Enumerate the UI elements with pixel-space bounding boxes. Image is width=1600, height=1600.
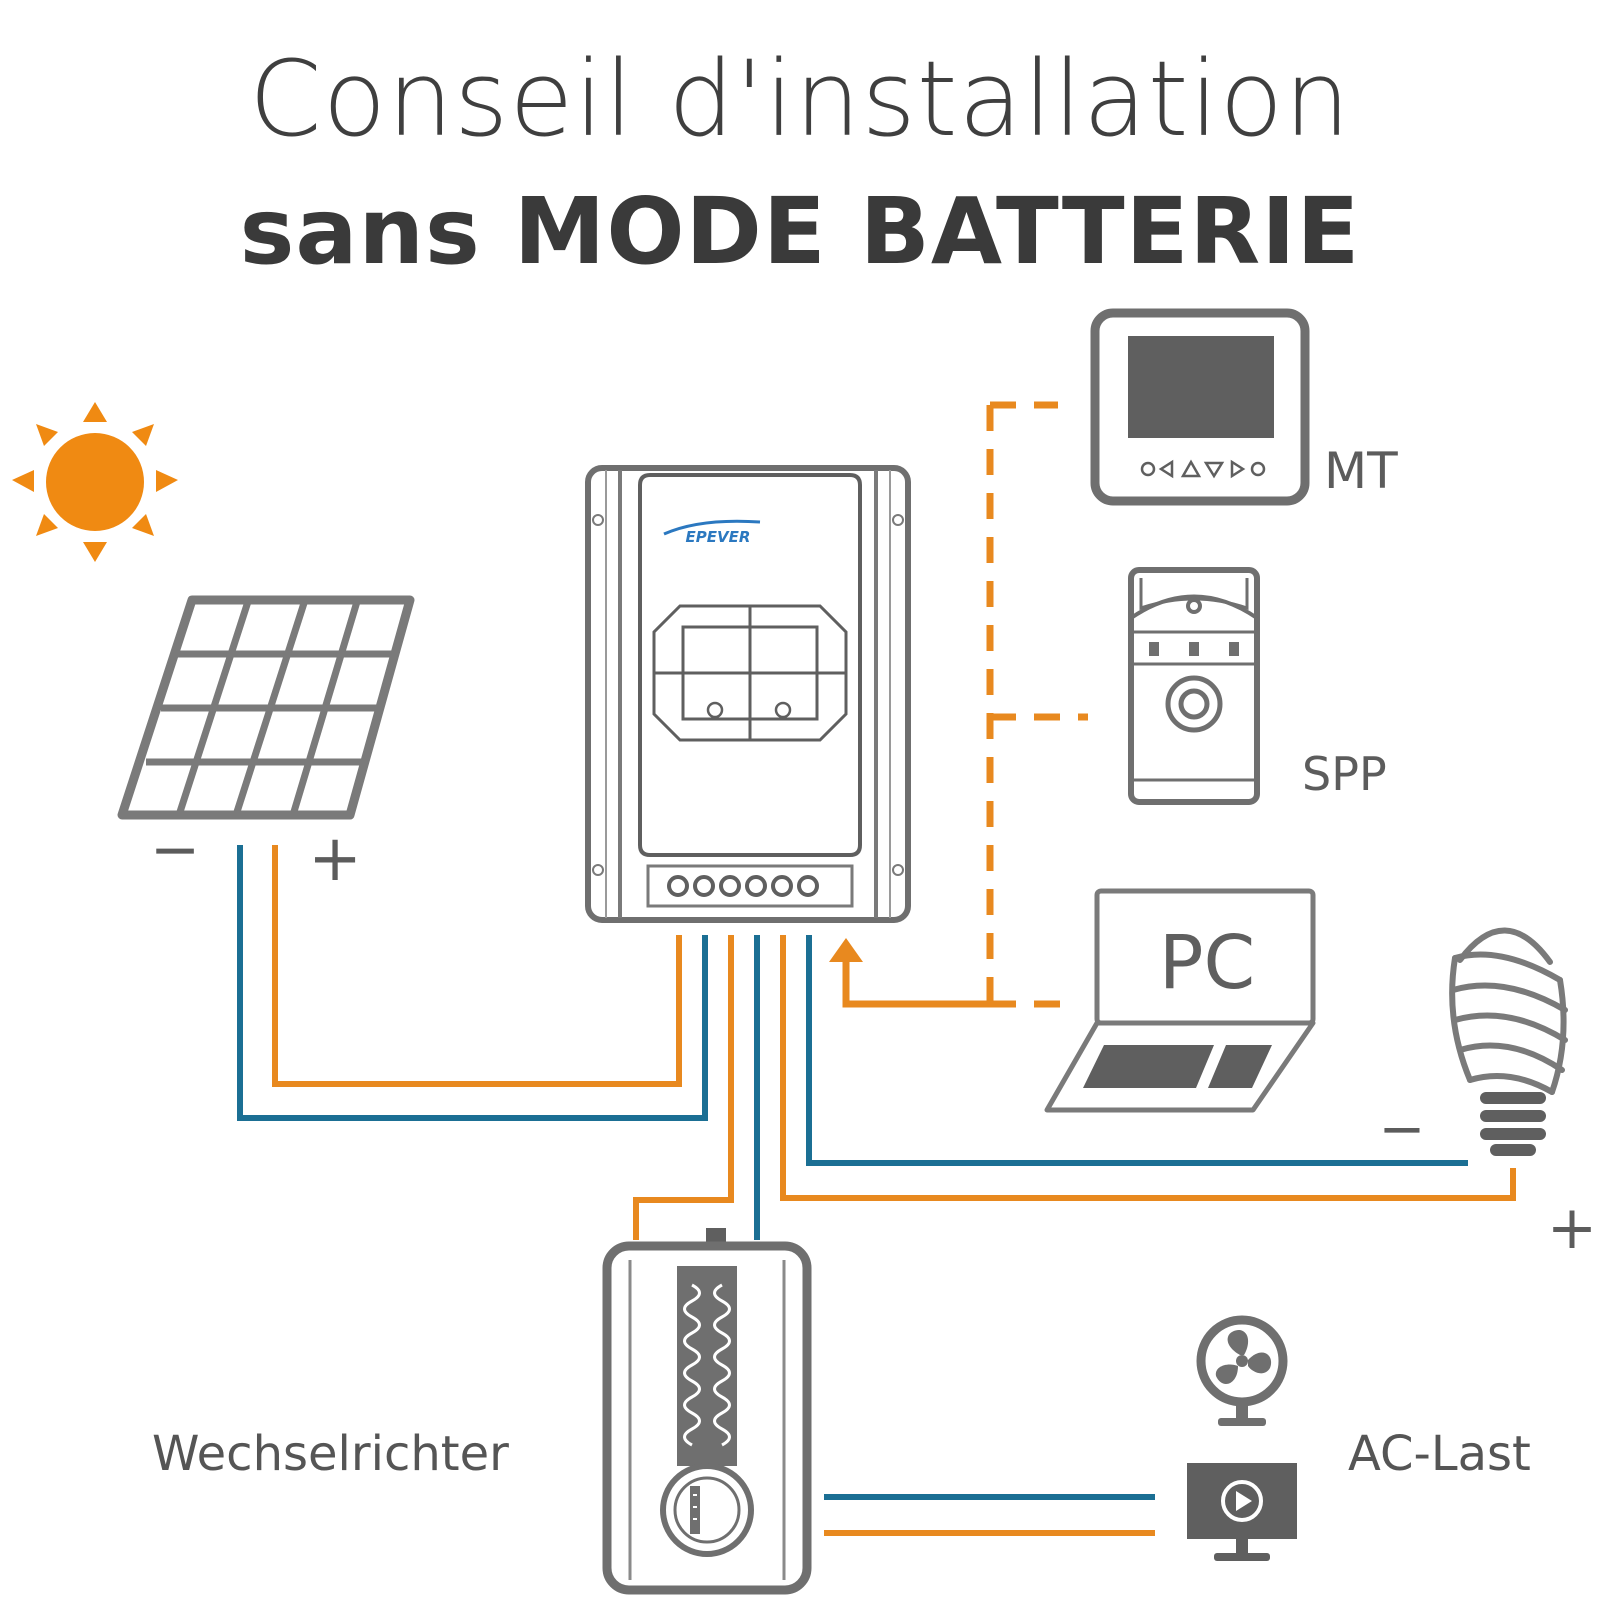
panel-negative-wire <box>237 845 708 1121</box>
lamp-minus-label: − <box>1379 1097 1426 1162</box>
comm-arrow-icon <box>829 938 863 962</box>
mt-label: MT <box>1324 442 1398 500</box>
mt-meter-icon <box>1090 308 1310 506</box>
load-negative-wire <box>806 935 1468 1166</box>
laptop-icon <box>1044 888 1316 1113</box>
sun-icon <box>12 402 178 562</box>
panel-positive-wire <box>272 845 682 1087</box>
pc-label: PC <box>1159 920 1255 1006</box>
controller-icon: EPEVER <box>585 465 911 923</box>
panel-plus-label: + <box>308 822 362 896</box>
inverter-wires <box>633 935 760 1240</box>
title-line-2: sans MODE BATTERIE <box>239 178 1361 285</box>
title-line-1: Conseil d'installation <box>248 38 1351 160</box>
bulb-base <box>1480 1092 1546 1156</box>
ac-wires <box>824 1494 1155 1536</box>
bulb-icon <box>1449 927 1568 1095</box>
spp-device-icon <box>1128 567 1260 805</box>
panel-minus-label: − <box>150 815 200 885</box>
load-positive-wire <box>780 935 1516 1201</box>
spp-label: SPP <box>1302 747 1387 801</box>
comm-solid-line <box>842 962 1015 1008</box>
inverter-label: Wechselrichter <box>152 1426 509 1482</box>
fan-icon <box>1196 1315 1288 1426</box>
monitor-icon <box>1187 1463 1297 1561</box>
inverter-icon <box>602 1228 812 1595</box>
lamp-plus-label: + <box>1547 1193 1597 1263</box>
load-wires <box>780 935 1516 1201</box>
controller-brand-label: EPEVER <box>686 528 751 546</box>
solar-panel-icon <box>117 595 415 820</box>
inverter-positive-wire <box>633 935 734 1240</box>
panel-wires <box>237 845 708 1121</box>
comm-lines <box>842 401 1088 1008</box>
ac-load-label: AC-Last <box>1348 1426 1531 1482</box>
